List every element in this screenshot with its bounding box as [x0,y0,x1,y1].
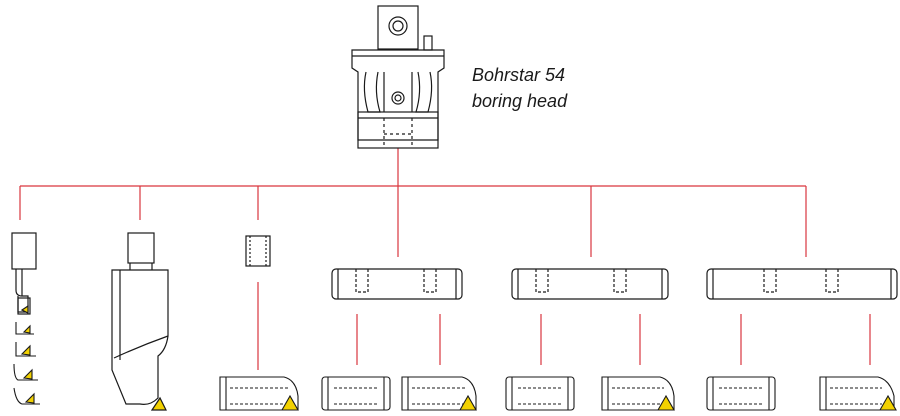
label-line-2: boring head [472,88,622,114]
large-boring-bar [112,233,168,410]
tool-holder-2 [322,377,390,410]
extension-bar-2 [512,269,668,299]
label-line-1: Bohrstar 54 [472,62,622,88]
tool-holder-5 [602,377,674,410]
extension-bar-1 [332,269,462,299]
extension-bar-3 [707,269,897,299]
tool-holder-1 [220,377,298,410]
insert-profiles [14,322,40,404]
tool-holder-3 [402,377,476,410]
adapter [246,236,270,266]
tool-holder-7 [820,377,896,410]
boring-head [352,6,444,148]
connector-lines [20,148,870,370]
tool-holder-4 [506,377,574,410]
small-boring-bar [12,233,36,314]
tool-holder-6 [707,377,775,410]
boring-head-label: Bohrstar 54 boring head [472,62,622,114]
tool-holders [220,377,896,410]
